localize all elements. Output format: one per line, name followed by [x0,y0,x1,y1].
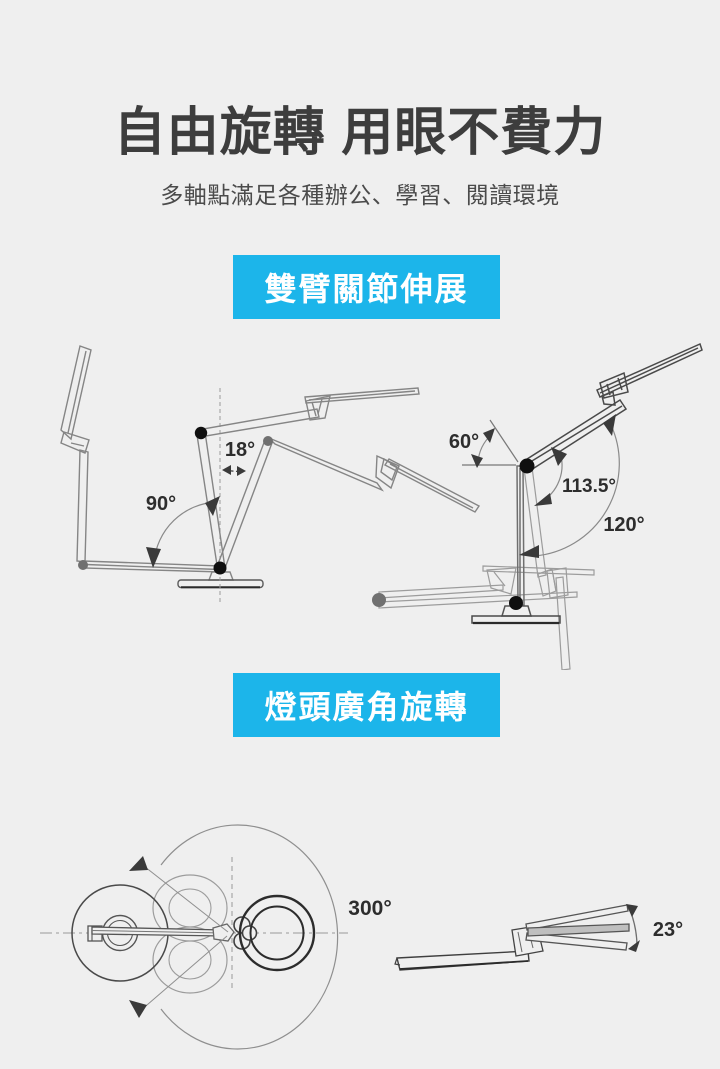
section-badge-arm-extension: 雙臂關節伸展 [233,255,500,319]
rotation-top-view [40,857,348,994]
arm-extension-diagram: 90° 18° [60,342,703,670]
head-rotation-diagram: 300° 23° [40,824,683,1050]
section-badge-head-rotation: 燈頭廣角旋轉 [233,673,500,737]
page-title: 自由旋轉 用眼不費力 [113,104,607,162]
joint-dots-left [78,426,273,575]
angle-label-90: 90° [146,493,176,515]
annotation-120: 120° [519,414,645,558]
annotation-23: 23° [626,904,683,952]
annotation-90: 90° [146,493,220,568]
page-subtitle: 多軸點滿足各種辦公、學習、閱讀環境 [160,182,560,208]
angle-label-23: 23° [653,919,683,941]
lamp-right-ghost [378,466,595,670]
annotation-113-5: 113.5° [534,447,616,506]
head-tilt-side-view [394,904,630,971]
annotation-18: 18° [222,439,255,476]
lamp-folded-left [60,345,223,573]
annotation-60: 60° [449,419,519,468]
annotation-300: 300° [129,824,392,1050]
angle-label-120: 120° [603,514,644,536]
angle-label-113-5: 113.5° [562,476,616,497]
badge-arm-label: 雙臂關節伸展 [264,271,469,307]
angle-label-300: 300° [348,897,391,920]
angle-label-18: 18° [225,439,255,461]
angle-label-60: 60° [449,431,479,453]
badge-head-label: 燈頭廣角旋轉 [264,689,469,725]
joint-dots-right [372,458,535,610]
